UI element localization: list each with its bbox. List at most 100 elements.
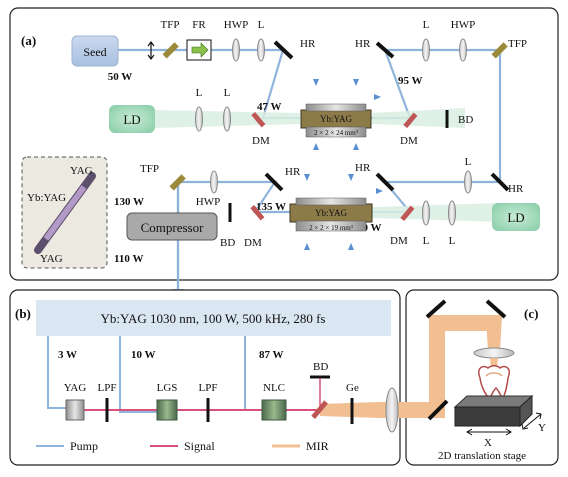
compressor-label: Compressor (141, 220, 205, 235)
tfp-mirror-3 (169, 174, 186, 191)
crystal-dims-1: 2 × 2 × 24 mm³ (314, 129, 358, 137)
dm-label-1: DM (252, 135, 270, 147)
lens-7 (448, 200, 456, 226)
power-10w: 10 W (131, 349, 156, 361)
dichroic-mirror-2 (403, 112, 418, 129)
seed-box (71, 35, 119, 67)
tfp-label-1: TFP (161, 19, 180, 31)
lens-label-7: L (449, 235, 456, 247)
hwp-label-3: HWP (196, 196, 220, 208)
inset-label-bottom: YAG (40, 253, 63, 265)
lens-2 (195, 106, 203, 132)
lens-3 (223, 106, 231, 132)
inset-label-mid: Yb:YAG (27, 192, 66, 204)
stage-label: 2D translation stage (438, 450, 526, 462)
ld-label-1: LD (123, 112, 140, 127)
pump-cone-2 (372, 108, 465, 128)
yag-label: YAG (64, 382, 87, 394)
focusing-lens-2 (473, 347, 515, 359)
translation-stage (453, 394, 534, 428)
hr-label-5: HR (285, 166, 301, 178)
laser-diode-1 (109, 105, 155, 133)
power-95: 95 W (398, 75, 423, 87)
compressor-box (126, 212, 218, 241)
crystal-dims-2: 2 × 2 × 19 mm³ (309, 224, 353, 232)
cooling-arrows-1 (313, 79, 381, 150)
lens-4 (422, 38, 430, 62)
hr-label-1: HR (300, 38, 316, 50)
lens-1 (257, 38, 265, 62)
dichroic-mirror-1 (251, 111, 266, 128)
panel-c: (c) (380, 289, 559, 466)
lens-label-1: L (258, 19, 265, 31)
mirror-c-1 (427, 399, 449, 421)
tfp-mirror-1 (162, 42, 179, 59)
ld-label-2: LD (507, 210, 524, 225)
tfp-mirror-2 (491, 42, 508, 59)
crystal-module-1: Yb:YAG 2 × 2 × 24 mm³ (300, 103, 372, 138)
hr-mirror-5 (264, 172, 284, 192)
dm-label-3: DM (390, 235, 408, 247)
xy-axes-icon (466, 412, 542, 436)
crystal-inset: YAG Yb:YAG YAG (21, 156, 108, 269)
hr-label-2: HR (355, 38, 371, 50)
crystal-label-1: Yb:YAG (320, 114, 353, 124)
legend-signal: Signal (184, 439, 215, 453)
mirror-c-2 (425, 299, 447, 319)
power-110: 110 W (114, 253, 143, 265)
lens-label-4: L (423, 19, 430, 31)
source-label: Yb:YAG 1030 nm, 100 W, 500 kHz, 280 fs (101, 311, 326, 326)
bd-label-1: BD (458, 114, 473, 126)
dichroic-mirror-4 (250, 204, 265, 221)
panel-c-label: (c) (524, 306, 538, 321)
hwp-2 (459, 38, 467, 62)
lpf-label-2: LPF (199, 382, 218, 394)
hr-mirror-3 (490, 172, 510, 192)
dichroic-mirror-b (311, 400, 328, 419)
yag-crystal (65, 399, 85, 421)
bd-label-b: BD (313, 361, 328, 373)
legend-mir: MIR (306, 439, 329, 453)
hr-mirror-2 (375, 41, 395, 59)
dm-label-2: DM (400, 135, 418, 147)
polarization-arrow-icon (147, 41, 155, 60)
axis-y-label: Y (538, 422, 546, 434)
seed-label: Seed (83, 45, 106, 59)
nlc-label: NLC (263, 382, 285, 394)
hwp-1 (232, 38, 240, 62)
panel-b-label: (b) (15, 306, 31, 321)
arrow-right-icon (191, 42, 209, 58)
inset-label-top: YAG (70, 165, 93, 177)
lgs-label: LGS (157, 382, 178, 394)
source-banner (36, 300, 391, 336)
hr-mirror-4 (375, 172, 395, 192)
nlc-crystal (261, 399, 287, 421)
mirror-c-3 (485, 299, 507, 319)
dichroic-mirror-3 (400, 205, 415, 222)
power-135: 135 W (256, 201, 286, 213)
power-87w: 87 W (259, 349, 284, 361)
power-3w: 3 W (58, 349, 77, 361)
mir-beam (320, 402, 380, 418)
power-seed: 50 W (108, 71, 133, 83)
cooling-arrows-2 (304, 174, 383, 250)
panel-a: (a) Seed 50 W TFP FR (9, 7, 559, 297)
panel-b: (b) Yb:YAG 1030 nm, 100 W, 500 kHz, 280 … (9, 289, 401, 466)
focusing-lens-1 (385, 387, 399, 433)
legend-pump: Pump (70, 439, 98, 453)
power-stage1: 47 W (257, 101, 282, 113)
axis-x-label: X (484, 437, 492, 449)
hwp-label-1: HWP (224, 19, 248, 31)
lens-label-6: L (423, 235, 430, 247)
laser-diode-2 (492, 203, 540, 231)
bd-label-2: BD (220, 237, 235, 249)
lgs-crystal (156, 399, 178, 421)
power-130: 130 W (114, 196, 144, 208)
lens-5 (464, 170, 472, 194)
hr-label-3: HR (508, 183, 524, 195)
hr-mirror-1 (273, 40, 294, 60)
fr-label: FR (192, 19, 206, 31)
lens-6 (422, 200, 430, 226)
dm-label-4: DM (244, 237, 262, 249)
